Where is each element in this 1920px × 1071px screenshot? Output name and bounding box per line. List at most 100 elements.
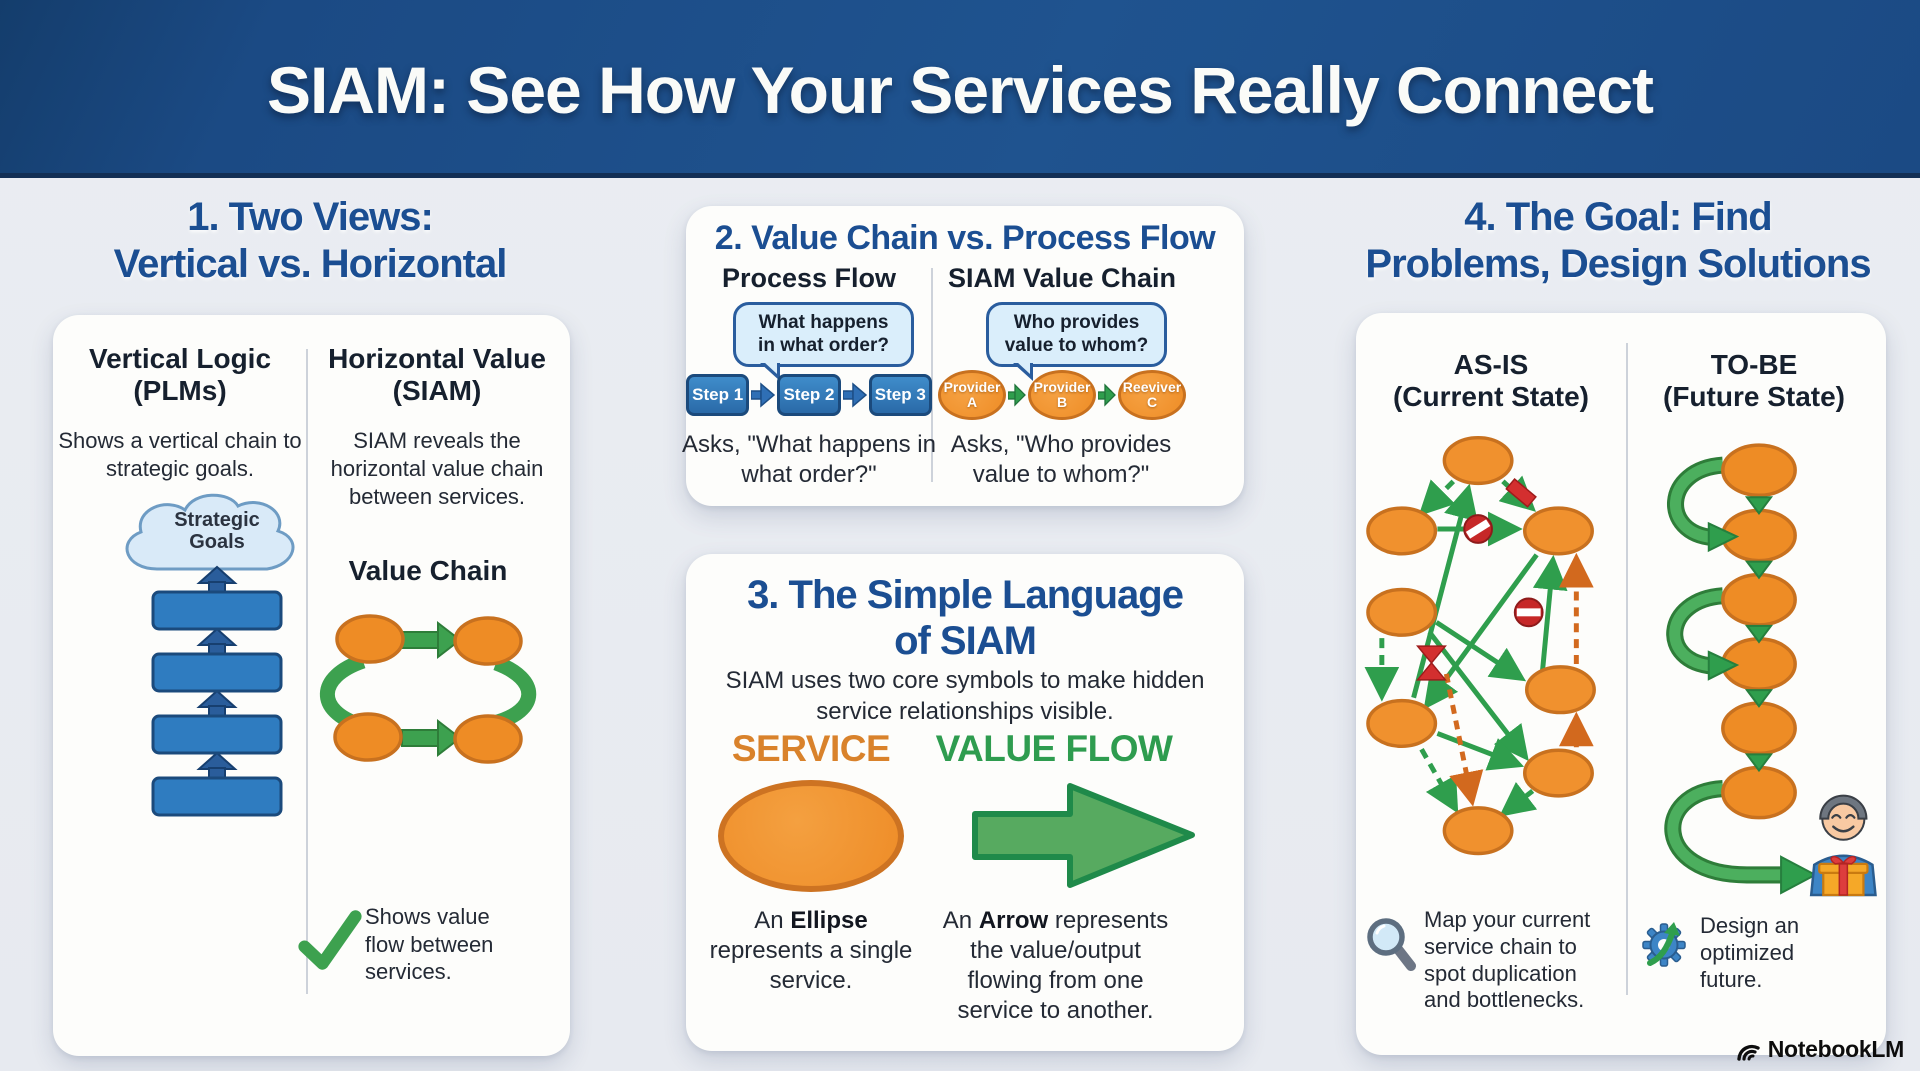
vertical-logic-title-line1: Vertical Logic — [88, 343, 272, 374]
to-be-title: TO-BE (Future State) — [1632, 349, 1876, 414]
card4-divider — [1626, 343, 1628, 995]
cycle-arrows — [401, 620, 462, 758]
ellipse-caption-prefix: An — [754, 907, 791, 934]
title-banner: SIAM: See How Your Services Really Conne… — [0, 0, 1920, 178]
notebooklm-brand-text: NotebookLM — [1767, 1036, 1905, 1062]
process-flow-title-text: Process Flow — [721, 263, 897, 293]
siam-value-chain-title: SIAM Value Chain — [938, 263, 1186, 294]
card2-divider — [931, 268, 933, 482]
process-bubble-line1: What happens — [758, 312, 889, 333]
card1-divider — [306, 349, 308, 994]
process-flow-steps: Step 1 Step 2 Step 3 — [686, 374, 932, 416]
duplicate-flows — [1443, 552, 1594, 807]
happy-customer-icon — [1809, 794, 1877, 897]
ellipse-caption-rest: represents a single service. — [709, 937, 913, 994]
panel1-heading: 1. Two Views: Vertical vs. Horizontal — [20, 194, 600, 288]
value-chain-cycle-diagram — [319, 614, 537, 764]
value-chain-subtitle-text: Value Chain — [348, 555, 508, 586]
as-is-title-line2: (Current State) — [1392, 381, 1589, 413]
as-is-title-line1: AS-IS — [1453, 349, 1529, 380]
value-chain-caption: Asks, "Who provides value to whom?" — [950, 431, 1172, 488]
value-flow-arrow-symbol — [972, 783, 1195, 888]
arrow-caption-rest: represents the value/output flowing from… — [957, 907, 1169, 1024]
green-arrow-icon — [1098, 383, 1116, 407]
ellipse-caption: An Ellipse represents a single service. — [696, 906, 926, 996]
panel4-heading-line1: 4. The Goal: Find — [1464, 195, 1772, 239]
vertical-logic-description: Shows a vertical chain to strategic goal… — [58, 428, 302, 482]
service-label: SERVICE — [731, 728, 891, 769]
horizontal-value-description: SIAM reveals the horizontal value chain … — [330, 428, 544, 510]
blue-arrow-icon — [842, 382, 867, 408]
service-ellipse-symbol — [718, 780, 904, 892]
check-caption: Shows value flow between services. — [365, 904, 494, 984]
receiver-c-line2: C — [1146, 394, 1158, 410]
arrow-caption: An Arrow represents the value/output flo… — [938, 906, 1173, 1026]
plm-boxes — [151, 590, 283, 817]
process-flow-speech-bubble: What happens in what order? — [733, 302, 914, 381]
value-flow-label: VALUE FLOW — [935, 728, 1173, 769]
main-title: SIAM: See How Your Services Really Conne… — [266, 52, 1654, 127]
arrow-caption-bold: Arrow — [978, 907, 1049, 934]
step-3-box: Step 3 — [868, 374, 932, 416]
checkmark-icon — [298, 910, 362, 970]
cloud-label: Strategic Goals — [127, 509, 307, 554]
as-is-network-diagram — [1364, 435, 1596, 856]
panel3-title-line1: 3. The Simple Language — [747, 573, 1184, 617]
to-be-title-line1: TO-BE — [1710, 349, 1798, 380]
to-be-caption: Design an optimized future. — [1700, 913, 1800, 992]
siam-value-chain-title-text: SIAM Value Chain — [947, 263, 1177, 293]
provider-a-line2: A — [966, 394, 978, 410]
horizontal-value-title-line1: Horizontal Value — [328, 343, 546, 374]
ellipse-caption-bold: Ellipse — [790, 907, 868, 934]
to-be-service-ellipses — [1721, 443, 1797, 820]
bottleneck-icon — [1415, 645, 1447, 681]
panel4-heading: 4. The Goal: Find Problems, Design Solut… — [1326, 194, 1910, 288]
goal-card: AS-IS (Current State) TO-BE (Future Stat… — [1356, 313, 1886, 1055]
vertical-logic-title: Vertical Logic (PLMs) — [61, 343, 299, 408]
provider-a-ellipse: Provider A — [938, 370, 1006, 420]
siam-value-chain-nodes: Provider A Provider B Reeviver C — [938, 370, 1186, 420]
process-bubble-line2: in what order? — [758, 334, 889, 356]
strategic-goals-cloud-icon — [125, 493, 295, 571]
panel3-title: 3. The Simple Language of SIAM — [686, 572, 1244, 664]
chain-down-arrows — [1744, 496, 1774, 773]
simple-language-card: 3. The Simple Language of SIAM SIAM uses… — [686, 554, 1244, 1051]
as-is-service-ellipses — [1366, 435, 1596, 856]
magnifier-icon — [1367, 918, 1416, 971]
two-views-card: Vertical Logic (PLMs) Horizontal Value (… — [53, 315, 570, 1056]
panel2-title: 2. Value Chain vs. Process Flow — [714, 219, 1216, 257]
to-be-chain-diagram — [1664, 443, 1877, 897]
value-bubble-line2: value to whom? — [1004, 334, 1149, 356]
problem-markers — [1415, 477, 1544, 681]
horizontal-value-title-line2: (SIAM) — [392, 375, 482, 407]
provider-b-line1: Provider — [1033, 379, 1091, 396]
gift-icon — [1818, 855, 1869, 897]
value-bubble-line1: Who provides — [1013, 312, 1140, 333]
step-1-box: Step 1 — [686, 374, 750, 416]
blocked-bar-icon — [1505, 477, 1537, 508]
blue-arrow-icon — [751, 382, 776, 408]
gear-growth-icon — [1642, 922, 1686, 967]
as-is-caption: Map your current service chain to spot d… — [1424, 907, 1591, 1013]
cycle-service-ellipses — [333, 614, 523, 764]
vertical-logic-title-line2: (PLMs) — [133, 375, 227, 407]
loop-ribbons — [1664, 456, 1786, 884]
panel1-heading-line1: 1. Two Views: — [187, 195, 434, 239]
value-chain-speech-bubble: Who provides value to whom? — [986, 302, 1167, 381]
vertical-chain-diagram — [125, 493, 295, 817]
receiver-c-ellipse: Reeviver C — [1118, 370, 1186, 420]
no-entry-icon — [1463, 514, 1493, 544]
loop-arrowheads — [1707, 521, 1818, 895]
as-is-title: AS-IS (Current State) — [1366, 349, 1616, 414]
arrow-caption-prefix: An — [942, 907, 979, 934]
notebooklm-logo-icon — [1737, 1044, 1760, 1061]
panel4-heading-line2: Problems, Design Solutions — [1365, 242, 1871, 287]
provider-b-line2: B — [1056, 394, 1068, 410]
panel3-title-line2: of SIAM — [894, 619, 1037, 663]
provider-b-ellipse: Provider B — [1028, 370, 1096, 420]
panel3-subtext: SIAM uses two core symbols to make hidde… — [725, 667, 1205, 725]
panel1-heading-line2: Vertical vs. Horizontal — [113, 242, 508, 287]
notebooklm-watermark: NotebookLM — [1735, 1036, 1904, 1063]
value-chain-vs-process-flow-card: 2. Value Chain vs. Process Flow Process … — [682, 206, 1244, 506]
